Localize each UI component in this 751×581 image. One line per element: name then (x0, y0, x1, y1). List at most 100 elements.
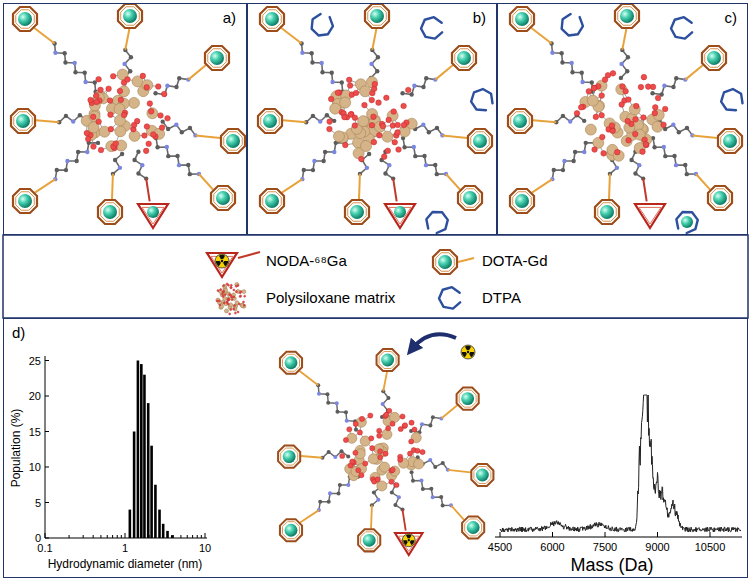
trefoil-blade (462, 352, 467, 357)
dota-ring (705, 49, 723, 67)
oxygen-atom (593, 114, 599, 120)
oxygen-atom (140, 73, 146, 79)
chain-atom (76, 150, 80, 154)
spacer-line (696, 174, 710, 190)
dota-ring (260, 189, 284, 213)
gd-ion (123, 9, 137, 23)
gd-ion (600, 205, 614, 219)
tick-label: 10 (199, 542, 211, 554)
carbon-chain (552, 44, 593, 92)
chain-atom (674, 163, 678, 167)
oxygen-atom (165, 115, 171, 121)
oxygen-atom (342, 114, 348, 120)
chain-atom (64, 168, 68, 172)
chain-atom (439, 495, 443, 499)
oxygen-atom (221, 293, 223, 295)
tick-mark (205, 533, 206, 538)
gd-ion (515, 194, 529, 208)
oxygen-atom (235, 291, 237, 293)
spacer-line (146, 179, 149, 202)
chain-atom (132, 158, 136, 162)
dota-gd (595, 200, 619, 224)
oxygen-atom (347, 83, 353, 89)
linker-arm (358, 152, 372, 199)
dota-gd (358, 529, 380, 551)
oxygen-atom (90, 114, 96, 120)
dota-ring (465, 519, 482, 536)
chain-atom (320, 70, 324, 74)
dota-gd (280, 519, 302, 541)
tick-mark (100, 535, 101, 538)
dota-gd (13, 7, 37, 31)
oxygen-atom (392, 139, 398, 145)
chain-atom (327, 500, 331, 504)
oxygen-atom (144, 84, 150, 90)
dtpa-ring (671, 17, 692, 38)
legend-frame (3, 235, 748, 318)
oxygen-atom (390, 467, 395, 472)
oxygen-atom (415, 448, 420, 453)
tick-mark (112, 535, 113, 538)
dtpa (562, 14, 583, 35)
oxygen-atom (146, 141, 152, 147)
chain-atom (160, 119, 164, 123)
silicon-atom (227, 292, 231, 296)
oxygen-atom (661, 122, 667, 128)
oxygen-atom (238, 303, 240, 305)
oxygen-atom (125, 77, 131, 83)
tick-label: 4500 (488, 541, 512, 553)
histogram-bar (166, 531, 169, 538)
dota-gd (260, 189, 284, 213)
gd-ion (473, 134, 487, 148)
dota-ring (702, 46, 726, 70)
chain-atom (174, 85, 178, 89)
chain-atom (625, 69, 629, 73)
chain-atom (375, 69, 379, 73)
oxygen-atom (223, 290, 225, 292)
chain-atom (354, 428, 358, 432)
chain-atom (326, 401, 330, 405)
chain-atom (629, 158, 633, 162)
silicon-atom (142, 80, 153, 91)
dota-gd (221, 129, 245, 153)
dtpa (671, 17, 692, 38)
silicon-atom (360, 86, 371, 97)
dota-gd (458, 186, 482, 210)
oxygen-atom (356, 468, 361, 473)
oxygen-atom (652, 110, 658, 116)
gd-ion (265, 194, 279, 208)
dtpa (721, 89, 742, 110)
dota-ring (511, 112, 529, 130)
carbon-chain (113, 154, 122, 174)
carbon-chain (318, 385, 356, 429)
silicon-atom (128, 97, 139, 108)
chain-atom (376, 498, 380, 502)
oxygen-atom (110, 73, 116, 79)
chain-atom (120, 152, 124, 156)
chain-atom (569, 61, 573, 65)
dota-ring (618, 7, 636, 25)
chain-atom (153, 91, 157, 95)
dota-gd (345, 200, 369, 224)
dota-ring (361, 532, 378, 549)
oxygen-atom (150, 132, 156, 138)
gd-ion (723, 134, 737, 148)
silicon-atom (398, 458, 408, 468)
chain-atom (419, 479, 423, 483)
oxygen-atom (233, 296, 235, 298)
dota-ring (358, 529, 380, 551)
polysiloxane-matrix (216, 283, 246, 315)
symbol-disc (215, 254, 229, 268)
oxygen-atom (226, 301, 228, 303)
dota-ring (721, 132, 739, 150)
oxygen-atom (352, 123, 358, 129)
oxygen-atom (113, 141, 119, 147)
oxygen-atom (625, 118, 631, 124)
tick-mark (45, 533, 46, 538)
silicon-atom (374, 121, 385, 132)
si-o-bond (228, 299, 229, 300)
linker-arm (400, 65, 453, 97)
oxygen-atom (142, 133, 148, 139)
tick-mark (125, 533, 126, 538)
histogram-bar (140, 364, 143, 538)
